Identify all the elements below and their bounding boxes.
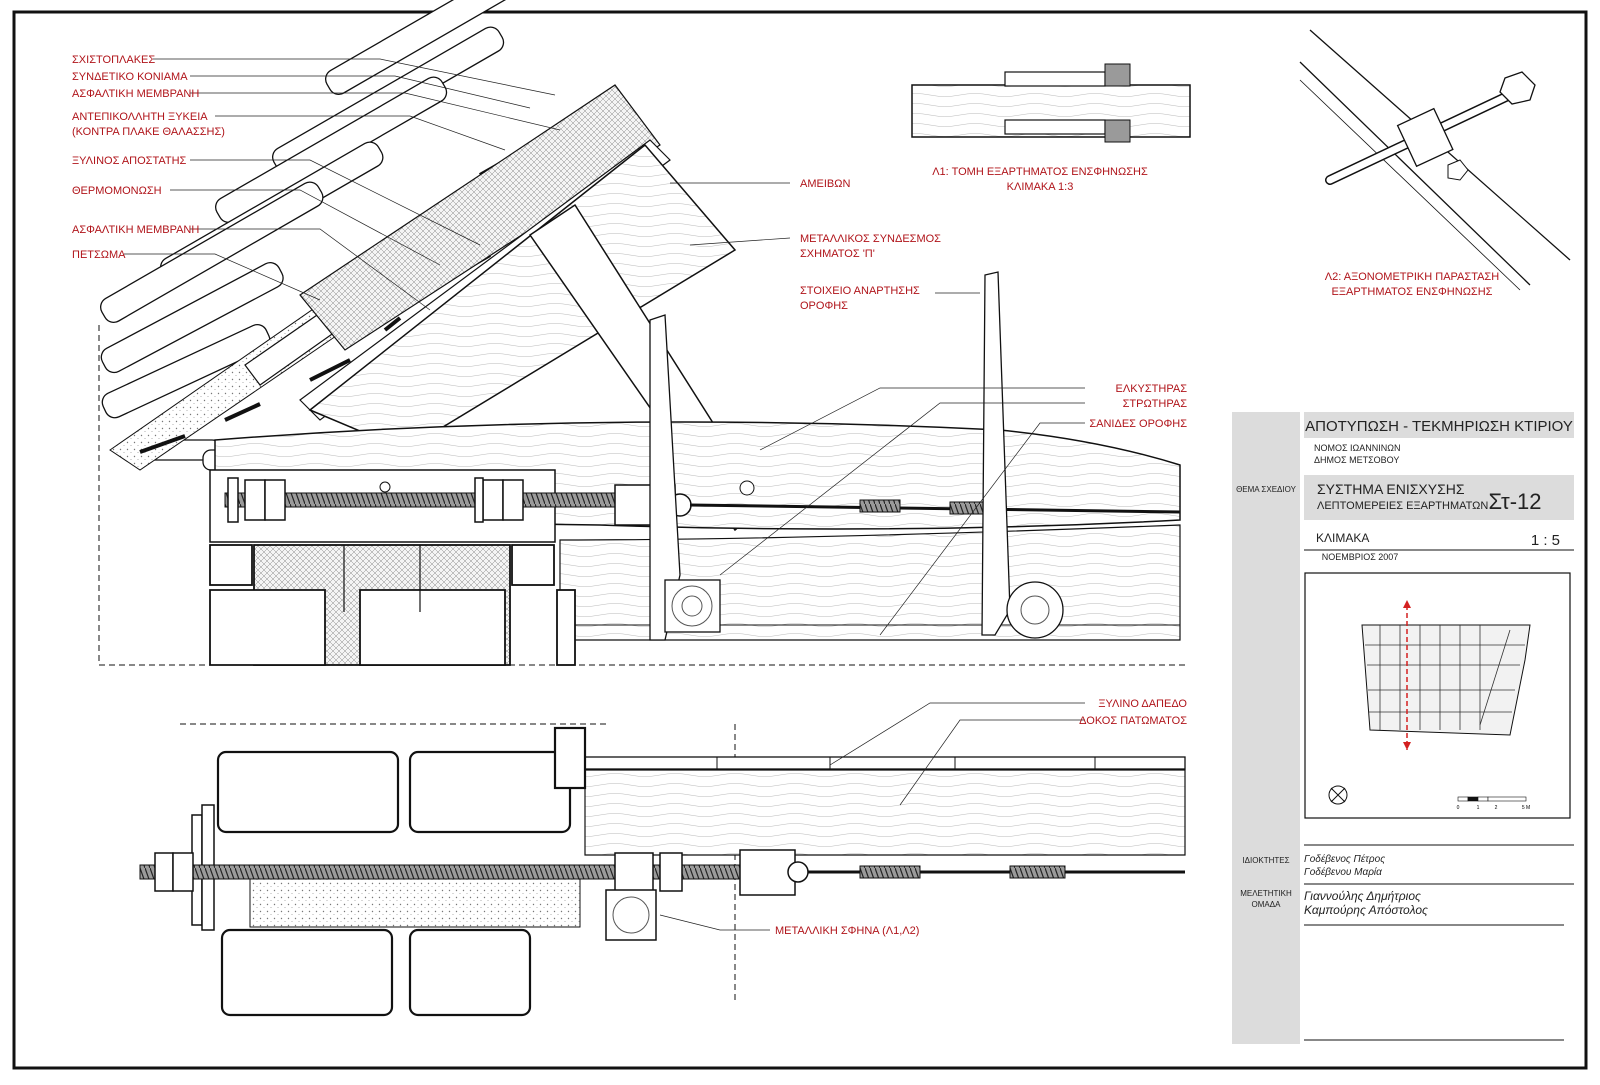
sheet-code: Στ-12 — [1488, 489, 1541, 514]
location-line-1: ΝΟΜΟΣ ΙΩΑΝΝΙΝΩΝ — [1314, 443, 1401, 453]
label-strotiras: ΣΤΡΩΤΗΡΑΣ — [1123, 398, 1188, 410]
subject-line-1: ΣΥΣΤΗΜΑ ΕΝΙΣΧΥΣΗΣ — [1317, 481, 1465, 497]
rod-nuts — [227, 477, 524, 523]
label-plywood-2: (ΚΟΝΤΡΑ ΠΛΑΚΕ ΘΑΛΑΣΣΗΣ) — [72, 126, 225, 138]
scale-label: ΚΛΙΜΑΚΑ — [1316, 531, 1369, 545]
date: ΝΟΕΜΒΡΙΟΣ 2007 — [1322, 552, 1399, 562]
location-line-2: ΔΗΜΟΣ ΜΕΤΣΟΒΟΥ — [1314, 455, 1399, 465]
label-schistoplakes: ΣΧΙΣΤΟΠΛΑΚΕΣ — [72, 54, 155, 66]
scale-tick-5: 5 M — [1522, 805, 1530, 811]
floor-section-drawing — [139, 723, 1186, 1017]
subject-line-2: ΛΕΠΤΟΜΕΡΕΙΕΣ ΕΞΑΡΤΗΜΑΤΩΝ — [1317, 500, 1488, 512]
owner-1: Γοδέβενος Πέτρος — [1304, 853, 1385, 865]
owner-2: Γοδέβενου Μαρία — [1304, 866, 1382, 878]
label-l2-subtitle: ΕΞΑΡΤΗΜΑΤΟΣ ΕΝΣΦΗΝΩΣΗΣ — [1332, 286, 1493, 298]
scale-tick-1: 1 — [1477, 805, 1480, 811]
designer-2: Καμπούρης Απόστολος — [1304, 903, 1428, 917]
label-anartisi-1: ΣΤΟΙΧΕΙΟ ΑΝΑΡΤΗΣΗΣ — [800, 285, 920, 297]
label-dokos: ΔΟΚΟΣ ΠΑΤΩΜΑΤΟΣ — [1079, 715, 1187, 727]
title-block-side-panel — [1232, 412, 1300, 1044]
scale-tick-0: 0 — [1457, 805, 1460, 811]
label-petsoma: ΠΕΤΣΩΜΑ — [72, 249, 126, 261]
label-metal-p-2: ΣΧΗΜΑΤΟΣ 'Π' — [800, 248, 875, 260]
detail-l1-section — [911, 63, 1191, 143]
subject-label: ΘΕΜΑ ΣΧΕΔΙΟΥ — [1236, 485, 1296, 494]
key-plan: 0 1 2 5 M — [1328, 600, 1531, 811]
owners-label: ΙΔΙΟΚΤΗΤΕΣ — [1242, 856, 1289, 865]
tension-cable — [689, 503, 1181, 514]
title-block-header — [1304, 412, 1574, 438]
stone-masonry — [216, 726, 587, 1017]
label-sanides: ΣΑΝΙΔΕΣ ΟΡΟΦΗΣ — [1089, 418, 1187, 430]
label-plywood-1: ΑΝΤΕΠΙΚΟΛΛΗΤΗ ΞΥΚΕΙΑ — [72, 111, 208, 123]
label-elkystiras: ΕΛΚΥΣΤΗΡΑΣ — [1116, 383, 1188, 395]
north-arrow-icon — [1328, 785, 1348, 805]
metal-wedge — [605, 889, 657, 941]
team-label-1: ΜΕΛΕΤΗΤΙΚΗ — [1240, 889, 1292, 898]
label-sfina: ΜΕΤΑΛΛΙΚΗ ΣΦΗΝΑ (Λ1,Λ2) — [775, 925, 919, 937]
label-syndetiko: ΣΥΝΔΕΤΙΚΟ ΚΟΝΙΑΜΑ — [72, 71, 188, 83]
label-ameivon: ΑΜΕΙΒΩΝ — [800, 178, 850, 190]
floor-joist — [584, 769, 1186, 856]
callout-labels: ΣΧΙΣΤΟΠΛΑΚΕΣ ΣΥΝΔΕΤΙΚΟ ΚΟΝΙΑΜΑ ΑΣΦΑΛΤΙΚΗ… — [72, 54, 1499, 937]
sheet-frame — [12, 10, 1588, 1070]
label-l1-scale: ΚΛΙΜΑΚΑ 1:3 — [1007, 181, 1074, 193]
label-l1-title: Λ1: ΤΟΜΗ ΕΞΑΡΤΗΜΑΤΟΣ ΕΝΣΦΗΝΩΣΗΣ — [932, 166, 1148, 178]
team-label-2: ΟΜΑΔΑ — [1252, 900, 1282, 909]
scale-tick-2: 2 — [1495, 805, 1498, 811]
roof-section-drawing — [98, 0, 1185, 666]
subject-panel — [1304, 475, 1574, 520]
label-xylino-dapedo: ΞΥΛΙΝΟ ΔΑΠΕΔΟ — [1098, 698, 1187, 710]
project-title: ΑΠΟΤΥΠΩΣΗ - ΤΕΚΜΗΡΙΩΣΗ ΚΤΙΡΙΟΥ — [1305, 418, 1573, 435]
label-anartisi-2: ΟΡΟΦΗΣ — [800, 300, 848, 312]
label-spacer: ΞΥΛΙΝΟΣ ΑΠΟΣΤΑΤΗΣ — [72, 155, 187, 167]
scale-bar: 0 1 2 5 M — [1457, 796, 1530, 811]
label-membrane-1: ΑΣΦΑΛΤΙΚΗ ΜΕΜΒΡΑΝΗ — [72, 88, 199, 100]
title-block: ΑΠΟΤΥΠΩΣΗ - ΤΕΚΜΗΡΙΩΣΗ ΚΤΙΡΙΟΥ ΝΟΜΟΣ ΙΩΑ… — [1232, 412, 1574, 1044]
leader-lines — [124, 58, 1085, 931]
designer-1: Γιαννούλης Δημήτριος — [1304, 889, 1421, 903]
insulation-layer — [299, 84, 661, 351]
label-membrane-2: ΑΣΦΑΛΤΙΚΗ ΜΕΜΒΡΑΝΗ — [72, 224, 199, 236]
label-metal-p-1: ΜΕΤΑΛΛΙΚΟΣ ΣΥΝΔΕΣΜΟΣ — [800, 233, 941, 245]
stone-wall-blocks — [209, 544, 576, 666]
hanger-post-right — [981, 271, 1011, 636]
label-insulation: ΘΕΡΜΟΜΟΝΩΣΗ — [72, 185, 162, 197]
detail-l2-axonometric — [1299, 29, 1571, 291]
label-l2-title: Λ2: ΑΞΟΝΟΜΕΤΡΙΚΗ ΠΑΡΑΣΤΑΣΗ — [1325, 271, 1499, 283]
scale-value: 1 : 5 — [1531, 532, 1560, 549]
